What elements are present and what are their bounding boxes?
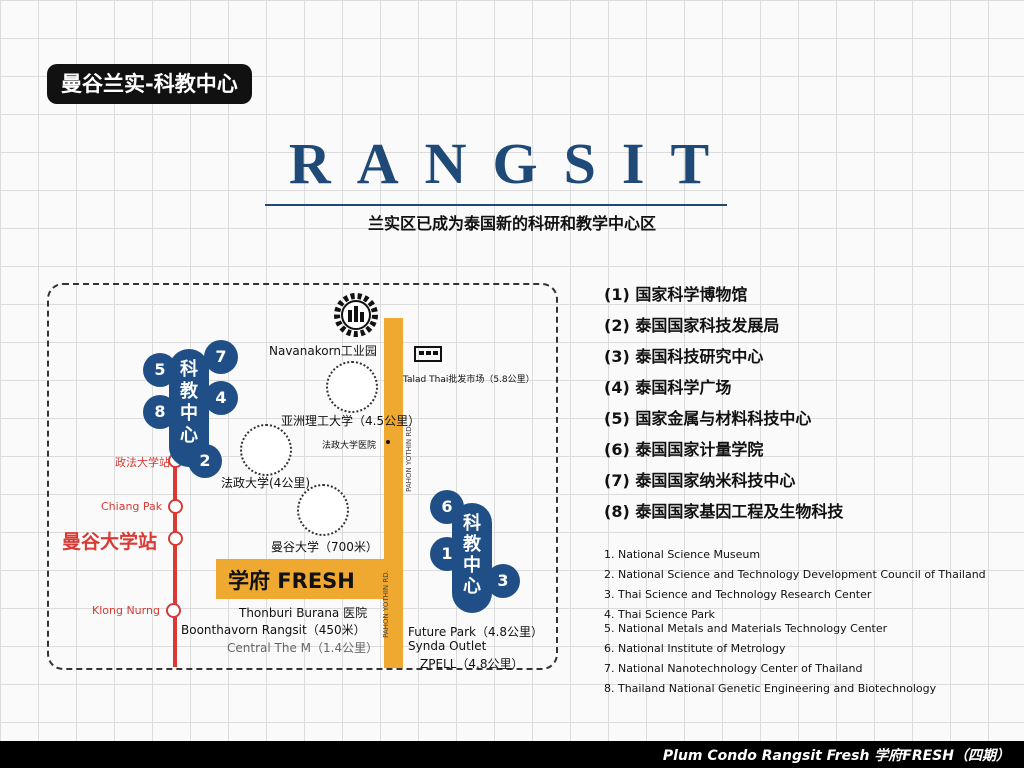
list-cn-item: (3) 泰国科技研究中心 [604, 347, 764, 366]
label-central: Central The M（1.4公里） [227, 641, 379, 655]
label-industrial-park: Navanakorn工业园 [269, 344, 377, 358]
list-cn-item: (4) 泰国科学广场 [604, 378, 732, 397]
footer-bar [0, 741, 1024, 768]
list-en-item: 6. National Institute of Metrology [604, 642, 786, 655]
gear-factory-icon [331, 290, 381, 340]
label-tu: 法政大学(4公里) [221, 476, 310, 490]
label-talad-thai: Talad Thai批发市场（5.8公里） [403, 375, 535, 385]
station-marker-klong-nurng [166, 603, 181, 618]
station-label-chiang-pak: Chiang Pak [101, 500, 163, 513]
list-en-item: 7. National Nanotechnology Center of Tha… [604, 662, 863, 675]
list-en-item: 3. Thai Science and Technology Research … [604, 588, 872, 601]
tu-seal-logo [240, 424, 292, 476]
cluster-right-char: 教 [463, 534, 481, 555]
page-subtitle: 兰实区已成为泰国新的科研和教学中心区 [367, 214, 656, 233]
cluster-right-number: 1 [430, 537, 464, 571]
cluster-right-number: 3 [486, 564, 520, 598]
rail-line [173, 455, 177, 667]
project-logo-text: 学府 FRESH [228, 569, 355, 593]
label-future-park: Future Park（4.8公里） [408, 625, 544, 639]
list-cn-item: (5) 国家金属与材料科技中心 [604, 409, 812, 428]
market-building-icon [414, 344, 442, 362]
cluster-left-number: 5 [143, 353, 177, 387]
ait-seal-logo [326, 361, 378, 413]
page-title: RANGSIT [288, 131, 736, 196]
cluster-left-number: 7 [204, 340, 238, 374]
station-marker-chiang-pak [168, 499, 183, 514]
cluster-right-number: 6 [430, 490, 464, 524]
list-en-item: 4. Thai Science Park [604, 608, 715, 621]
cluster-left-number: 8 [143, 395, 177, 429]
road-label: PAHON YOTHIN RD. [404, 424, 413, 492]
label-ait: 亚洲理工大学（4.5公里） [281, 414, 421, 428]
list-en-item: 2. National Science and Technology Devel… [604, 568, 986, 581]
station-marker-bu [168, 531, 183, 546]
cluster-left-number: 2 [188, 444, 222, 478]
section-tag: 曼谷兰实-科教中心 [47, 64, 252, 104]
cluster-left-number: 4 [204, 381, 238, 415]
list-cn-item: (2) 泰国国家科技发展局 [604, 316, 780, 335]
cluster-right-char: 中 [463, 555, 481, 576]
list-cn-item: (1) 国家科学博物馆 [604, 285, 748, 304]
label-bu: 曼谷大学（700米） [271, 540, 378, 554]
list-en-item: 5. National Metals and Materials Technol… [604, 622, 888, 635]
label-boonthavorn: Boonthavorn Rangsit（450米） [181, 623, 366, 637]
footer-text: Plum Condo Rangsit Fresh 学府FRESH（四期） [662, 748, 1010, 764]
cluster-left-char: 中 [180, 403, 198, 424]
station-label-tu: 政法大学站 [115, 456, 170, 469]
station-label-klong-nurng: Klong Nurng [92, 604, 160, 617]
label-thonburi-hospital: Thonburi Burana 医院 [239, 606, 368, 620]
title-divider [265, 204, 727, 206]
cluster-right-char: 科 [463, 513, 481, 534]
label-zpell: ZPELL（4.8公里） [420, 657, 524, 671]
road-label-lower: PAHON YOTHIN RD. [381, 570, 390, 638]
label-tu-hospital: 法政大学医院 [322, 441, 377, 451]
list-cn-item: (8) 泰国国家基因工程及生物科技 [604, 502, 844, 521]
list-en-item: 1. National Science Museum [604, 548, 761, 561]
list-cn-item: (7) 泰国国家纳米科技中心 [604, 471, 796, 490]
cluster-left-char: 教 [180, 381, 198, 402]
cluster-left-char: 心 [180, 425, 198, 446]
map-frame [47, 283, 558, 670]
list-en-item: 8. Thailand National Genetic Engineering… [604, 682, 937, 695]
station-label-bu: 曼谷大学站 [62, 531, 158, 553]
road-horizontal [216, 559, 402, 599]
list-cn-item: (6) 泰国国家计量学院 [604, 440, 764, 459]
cluster-right-pill: 科 教 中 心 [452, 503, 492, 613]
cluster-right-char: 心 [463, 576, 481, 597]
cluster-left-char: 科 [180, 359, 198, 380]
map-dot [386, 440, 390, 444]
label-synda: Synda Outlet [408, 639, 487, 653]
bu-logo [297, 484, 349, 536]
